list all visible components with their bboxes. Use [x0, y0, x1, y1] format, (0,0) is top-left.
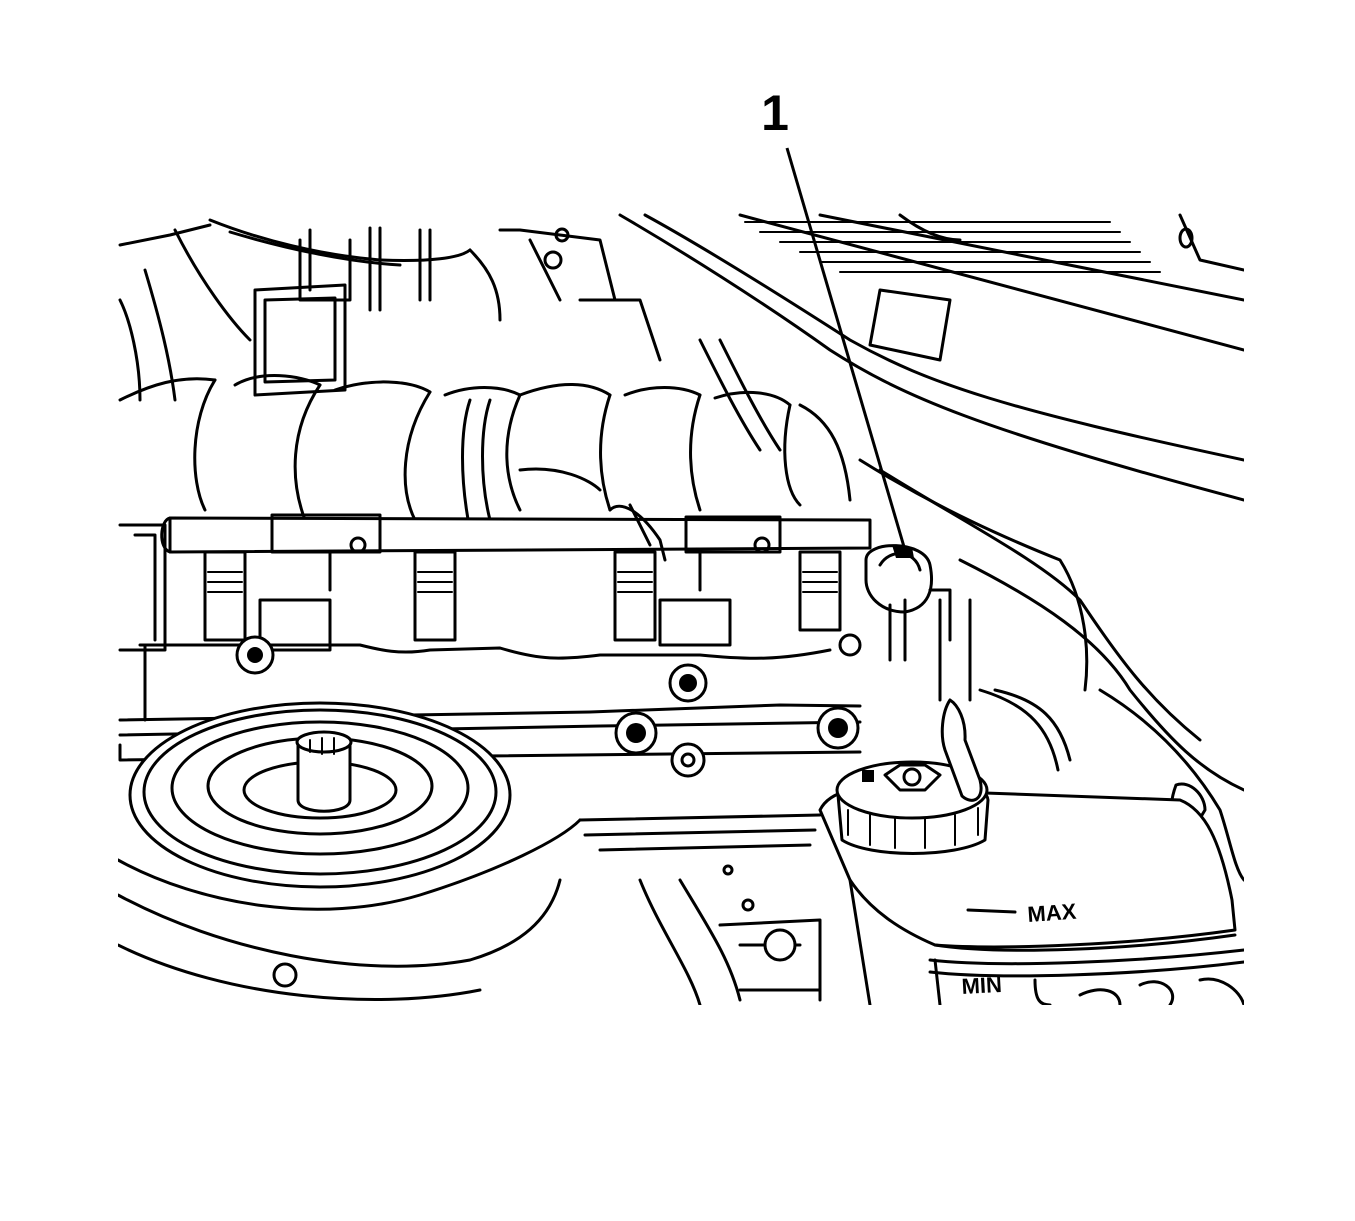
fuel-rail [118, 503, 872, 652]
injector-connectors [258, 598, 732, 652]
fuel-injector-2 [413, 550, 457, 642]
brake-fluid-reservoir [818, 598, 1244, 1005]
lower-structure [578, 813, 822, 1005]
callout-1: 1 [761, 85, 909, 558]
callout-1-label: 1 [761, 85, 789, 141]
reservoir-max-mark: MAX [1027, 899, 1078, 927]
artwork [118, 213, 1244, 1005]
fuel-injector-4 [798, 550, 842, 632]
fender-contour [858, 458, 1244, 882]
reservoir-min-mark: MIN [961, 972, 1003, 999]
fuel-pressure-valve [864, 544, 952, 662]
callout-1-leader-line [785, 147, 909, 558]
cowl-panel [618, 213, 1244, 502]
fuel-injector-3 [613, 550, 657, 642]
throttle-body-area [118, 218, 782, 452]
fuel-injector-1 [203, 550, 247, 642]
strut-mount [118, 701, 582, 1001]
intake-manifold [118, 374, 852, 532]
